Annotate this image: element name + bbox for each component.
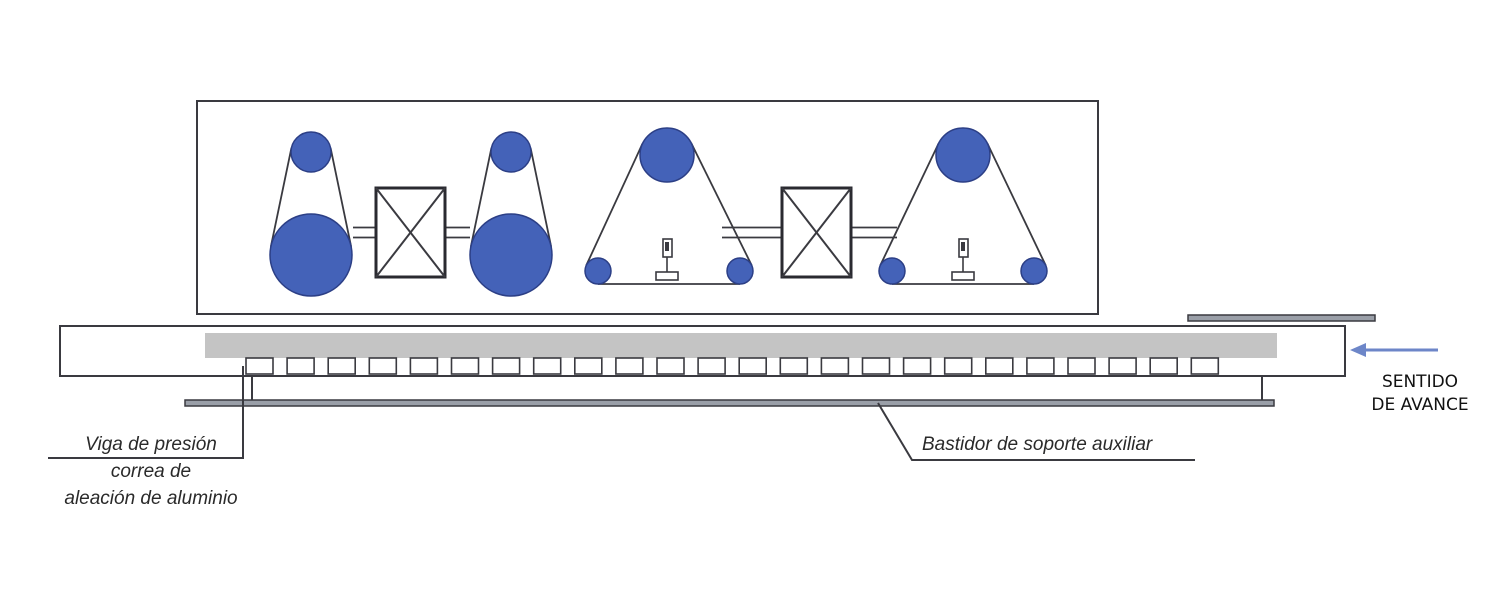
belt-block <box>656 357 685 375</box>
drive-b-right-bottom-right-pulley <box>1020 257 1048 285</box>
belt-block <box>491 357 521 375</box>
label-feed-direction: SENTIDO DE AVANCE <box>1360 371 1480 417</box>
drive-a-right-top-pulley <box>490 131 532 173</box>
label-pressure-beam-line-2: correa de <box>110 461 192 482</box>
belt-block <box>820 357 850 375</box>
drive-a-left-belt-right <box>329 147 353 247</box>
drive-a-right-bottom-pulley <box>469 213 553 297</box>
belt-block <box>532 357 562 375</box>
drive-b-gearbox-cross-b <box>781 187 852 278</box>
belt-block <box>738 357 768 375</box>
workpiece-board <box>205 333 1277 358</box>
label-pressure-beam: Viga de presión correa de aleación de al… <box>40 431 262 512</box>
belt-block <box>245 357 274 375</box>
drive-b-right-tensioner-core <box>961 242 965 251</box>
belt-block <box>943 357 973 375</box>
belt-block <box>1108 357 1137 375</box>
belt-block <box>573 357 603 375</box>
belt-block <box>861 357 891 375</box>
drive-a-gearbox-cross-b <box>375 187 446 278</box>
drive-b-left-top-pulley <box>639 127 695 183</box>
drive-b-right-top-pulley <box>935 127 991 183</box>
drive-b-left-tensioner-foot <box>655 271 679 281</box>
drive-a-left-bottom-pulley <box>269 213 353 297</box>
label-pressure-beam-line-1: Viga de presión <box>85 434 217 455</box>
belt-block <box>450 357 480 375</box>
feed-direction-arrowhead <box>1350 343 1366 357</box>
belt-block <box>779 357 809 375</box>
label-feed-direction-line-2: DE AVANCE <box>1371 395 1469 415</box>
drive-b-left-bottom-left-pulley <box>584 257 612 285</box>
belt-block <box>409 357 439 375</box>
aluminium-belt-blocks <box>245 357 1220 375</box>
drive-b-left-tensioner-core <box>665 242 669 251</box>
drive-b-right-tensioner-foot <box>951 271 975 281</box>
auxiliary-support-frame <box>184 399 1275 407</box>
drive-b-right-bottom-left-pulley <box>878 257 906 285</box>
belt-block <box>902 357 932 375</box>
belt-block <box>697 357 726 375</box>
leader-support-frame <box>877 402 1195 461</box>
pressure-beam-housing <box>59 325 1346 377</box>
belt-block <box>984 357 1014 375</box>
belt-block <box>368 357 398 375</box>
belt-block <box>1067 357 1096 375</box>
belt-block <box>1190 357 1220 375</box>
belt-block <box>615 357 644 375</box>
drive-b-left-bottom-right-pulley <box>726 257 754 285</box>
belt-block <box>1149 357 1178 375</box>
belt-block <box>327 357 357 375</box>
belt-block <box>1026 357 1055 375</box>
drive-units <box>269 127 1048 297</box>
drive-b-right-belt-right <box>986 142 1047 266</box>
drive-b-left-belt-right <box>690 142 753 266</box>
drive-a-right-belt-right <box>529 147 553 247</box>
label-feed-direction-line-1: SENTIDO <box>1381 372 1459 392</box>
belt-block <box>286 357 315 375</box>
drive-a-left-belt-left <box>269 147 293 247</box>
drive-a-left-top-pulley <box>290 131 332 173</box>
drive-b-left-belt-left <box>585 143 644 266</box>
drive-a-right-belt-left <box>469 147 493 247</box>
drive-b-right-belt-left <box>879 142 940 266</box>
label-support-frame: Bastidor de soporte auxiliar <box>922 434 1153 455</box>
upper-housing <box>196 100 1099 315</box>
label-pressure-beam-line-3: aleación de aluminio <box>64 488 238 509</box>
leader-pressure-beam <box>48 366 244 459</box>
infeed-plate <box>1187 314 1376 322</box>
